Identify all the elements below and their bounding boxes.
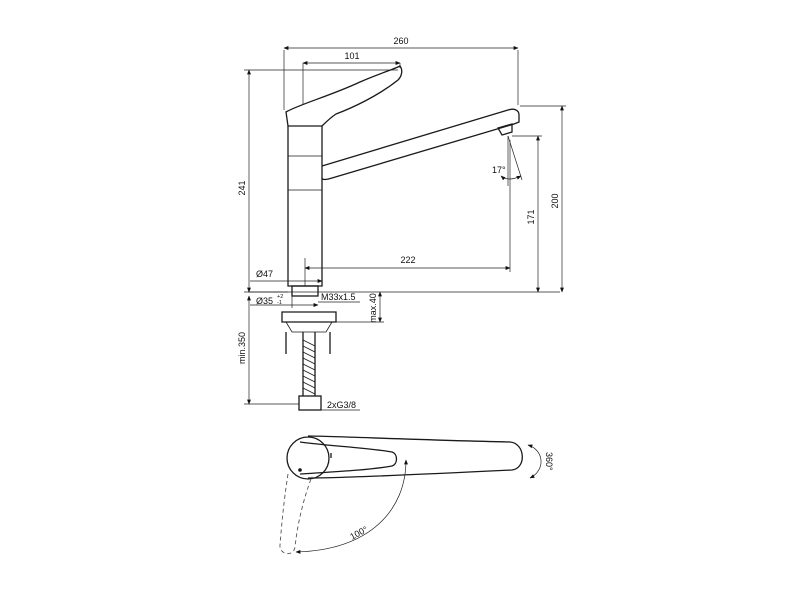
thread-label: M33x1.5 (321, 292, 356, 302)
swivel-arrow (527, 444, 542, 479)
outlet-angle-label: 17° (492, 165, 506, 175)
hose-nut (298, 395, 322, 411)
hose-braid (302, 339, 316, 395)
pivot-point (298, 468, 302, 472)
swivel-angle-label: 360° (544, 452, 554, 471)
mounting-shank (291, 285, 319, 297)
hole-diameter-label: Ø35 (256, 296, 273, 306)
lever-handle (285, 65, 403, 127)
spout-height-label: 200 (550, 193, 560, 208)
flexible-hose (302, 332, 316, 396)
body-diameter-label: Ø47 (256, 269, 273, 279)
spout-tip (497, 123, 513, 136)
fixing-nut (281, 311, 337, 323)
outlet-height-label: 171 (526, 209, 536, 224)
min-hose-label: min.350 (237, 332, 247, 364)
spout (321, 108, 520, 181)
max-deck-label: max.40 (368, 293, 378, 323)
dimensions: 260 101 241 200 171 17° 222 Ø47 (237, 36, 566, 411)
outlet-angle-arc (500, 175, 522, 181)
hose-connection-label: 2xG3/8 (327, 400, 356, 410)
hole-tolerance-upper: +2 (277, 294, 283, 300)
total-height-label: 241 (237, 180, 247, 195)
lever-length-label: 101 (344, 51, 359, 61)
lever-angle-arc (295, 459, 408, 554)
lever-angle-label: 100° (348, 524, 369, 542)
swung-lever-outline (279, 473, 313, 554)
side-view (248, 65, 560, 411)
hole-tolerance-lower: -1 (277, 300, 282, 306)
washer (285, 321, 333, 333)
top-view: 100° 360° (279, 435, 554, 554)
spout-reach-label: 222 (400, 255, 415, 265)
total-length-label: 260 (393, 36, 408, 46)
top-view-lever (299, 441, 398, 475)
